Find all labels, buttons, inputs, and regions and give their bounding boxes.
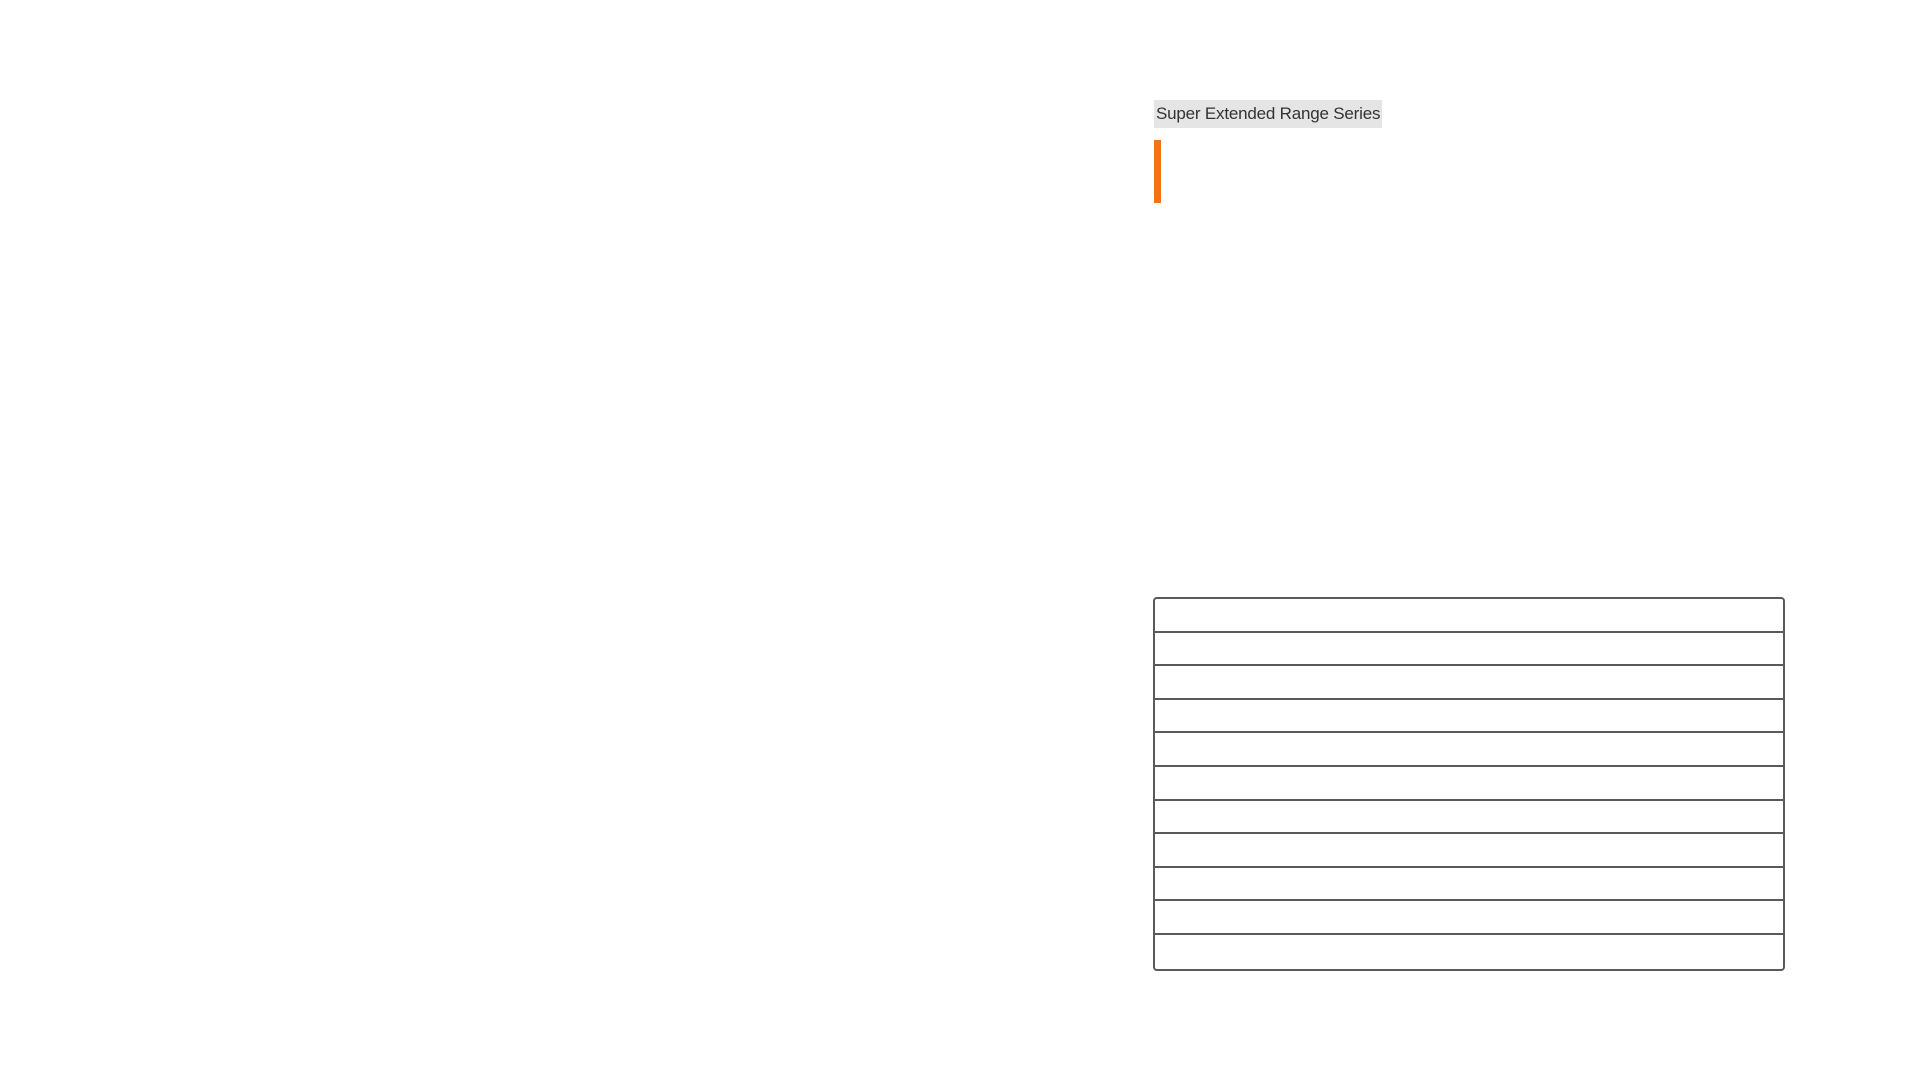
- spec-table: [1153, 597, 1785, 971]
- table-row: [1155, 700, 1783, 734]
- series-label: Super Extended Range Series: [1154, 100, 1383, 128]
- accent-bar: [1154, 140, 1161, 203]
- table-row: [1155, 868, 1783, 902]
- table-row: [1155, 599, 1783, 633]
- table-row: [1155, 733, 1783, 767]
- table-row: [1155, 935, 1783, 969]
- table-row: [1155, 901, 1783, 935]
- table-row: [1155, 633, 1783, 667]
- table-row: [1155, 801, 1783, 835]
- table-row: [1155, 834, 1783, 868]
- table-row: [1155, 767, 1783, 801]
- table-row: [1155, 666, 1783, 700]
